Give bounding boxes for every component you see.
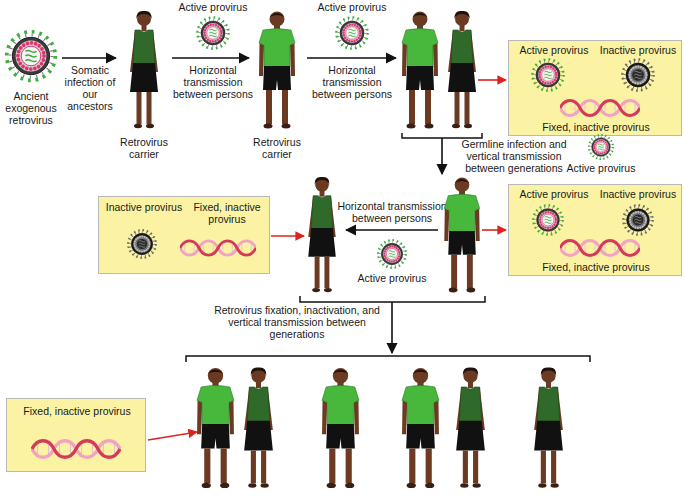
- group-bracket: [402, 133, 482, 138]
- provirus-box: Fixed, inactive provirus: [6, 398, 146, 472]
- annotation-text: Active provirus: [307, 1, 397, 13]
- active-provirus-icon: [533, 205, 562, 234]
- retrovirus-icon: [197, 17, 228, 48]
- provirus-label: Active provirus: [513, 188, 595, 200]
- provirus-label: Inactive provirus: [597, 44, 679, 56]
- woman-figure: [456, 367, 485, 487]
- provirus-box: Active provirusInactive provirusFixed, i…: [508, 40, 682, 136]
- woman-figure: [308, 177, 336, 292]
- pointer-arrow: [271, 235, 304, 237]
- pointer-arrow: [482, 229, 506, 231]
- man-figure: [402, 12, 438, 129]
- woman-figure: [448, 11, 476, 128]
- man-figure: [444, 177, 479, 292]
- provirus-label: Fixed, inactive provirus: [529, 261, 663, 273]
- annotation-text: Active provirus: [347, 272, 437, 284]
- pointer-arrow: [148, 432, 197, 440]
- provirus-label: Inactive provirus: [101, 201, 187, 213]
- pointer-arrow: [478, 79, 506, 81]
- active-provirus-icon: [532, 59, 563, 90]
- inactive-provirus-icon: [128, 230, 156, 258]
- inactive-provirus-icon: [623, 205, 652, 234]
- dna-helix: [560, 101, 640, 116]
- person-label: Retrovirus carrier: [249, 136, 305, 160]
- annotation-text: Active provirus: [556, 162, 646, 174]
- woman-figure: [534, 367, 563, 487]
- person-label: Retrovirus carrier: [116, 136, 172, 160]
- edge-label: Somatic infection of our ancestors: [62, 64, 118, 112]
- dna-helix: [560, 241, 640, 256]
- virus-node: Ancient exogenous retrovirus: [0, 24, 62, 140]
- inactive-provirus-icon: [622, 59, 653, 90]
- man-figure: [197, 368, 234, 488]
- provirus-label: Active provirus: [513, 44, 595, 56]
- provirus-label: Fixed, inactive provirus: [529, 121, 663, 133]
- transmission-arrow: [307, 57, 396, 59]
- annotation-text: Active provirus: [168, 1, 258, 13]
- retrovirus-icon: [336, 17, 367, 48]
- retrovirus-icon: [589, 135, 613, 159]
- group-bracket: [186, 356, 590, 362]
- transmission-arrow: [346, 229, 438, 231]
- man-figure: [322, 368, 359, 488]
- person-node: Retrovirus carrier: [249, 8, 305, 164]
- generation-arrow: [441, 138, 443, 174]
- retrovirus-icon: [378, 240, 406, 268]
- annotation-text: Horizontal transmission between persons: [332, 200, 452, 224]
- transmission-arrow: [172, 57, 249, 59]
- retrovirus-icon: [7, 32, 56, 81]
- woman-figure: [244, 367, 273, 487]
- man-figure: [259, 12, 295, 129]
- provirus-label: Fixed, inactive provirus: [185, 201, 269, 225]
- woman-figure: [130, 11, 158, 128]
- provirus-label: Fixed, inactive provirus: [12, 405, 142, 417]
- virus-label: Ancient exogenous retrovirus: [0, 90, 62, 126]
- edge-label: Horizontal transmission between persons: [168, 64, 258, 100]
- dna-helix: [180, 241, 256, 255]
- annotation-text: Retrovirus fixation, inactivation, and v…: [208, 304, 386, 340]
- annotation-text: Germline infection and vertical transmis…: [450, 138, 578, 174]
- person-node: Retrovirus carrier: [116, 8, 172, 164]
- provirus-box: Active provirusInactive provirusFixed, i…: [508, 184, 682, 276]
- generation-arrow: [391, 302, 393, 353]
- provirus-label: Inactive provirus: [597, 188, 679, 200]
- annotation-text: Horizontal transmission between persons: [307, 64, 397, 100]
- provirus-box: Inactive provirusFixed, inactive proviru…: [98, 196, 270, 274]
- group-bracket: [300, 296, 485, 302]
- dna-helix: [32, 441, 120, 458]
- transmission-arrow: [62, 57, 116, 59]
- man-figure: [402, 368, 439, 488]
